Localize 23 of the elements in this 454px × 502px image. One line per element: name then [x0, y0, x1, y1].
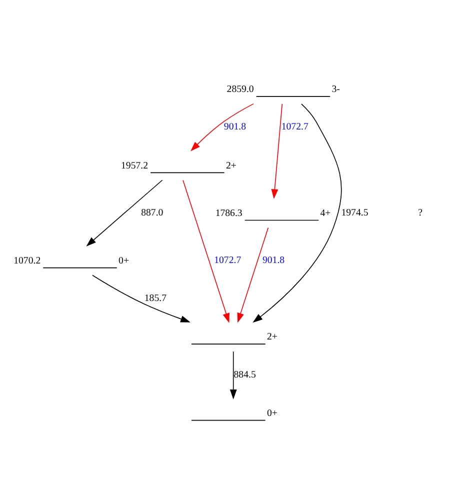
edge-label: 901.8: [262, 254, 285, 266]
edge-label: 185.7: [144, 293, 167, 304]
arrow: [252, 104, 342, 323]
arrow: [237, 227, 269, 323]
edge-label: 1072.7: [214, 254, 242, 266]
arrow: [86, 180, 163, 246]
edge-label: 1072.7: [281, 122, 308, 133]
arrow: [271, 103, 283, 200]
node-text: 1957.2 2+: [121, 160, 236, 172]
node-text: 2+: [266, 332, 278, 343]
edge-label: 884.5: [234, 369, 256, 380]
node-text: 1070.2 0+: [14, 255, 130, 266]
arrow: [182, 180, 230, 324]
edge-label: 887.0: [141, 207, 164, 218]
edge-label: 901.8: [224, 122, 246, 133]
edge-label: 1974.5: [341, 207, 368, 218]
arrow: [92, 274, 190, 322]
node-text: 0+: [266, 408, 278, 419]
arrow: [230, 351, 237, 400]
node-text: 1786.3 4+: [215, 208, 331, 219]
arrow: [190, 103, 254, 152]
node-text: 2859.0 3-: [226, 84, 340, 95]
label: ?: [418, 207, 423, 218]
